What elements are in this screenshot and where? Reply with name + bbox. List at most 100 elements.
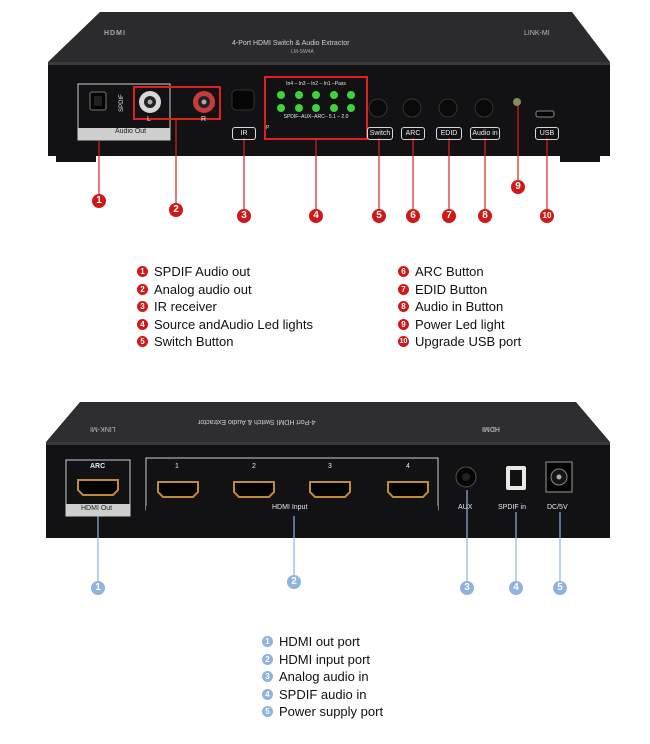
front-callout-9: 9 (511, 180, 525, 194)
back-product-title: 4-Port HDMI Switch & Audio Extractor (198, 418, 316, 425)
front-callout-5: 5 (372, 209, 386, 223)
right-channel-label: R (201, 116, 207, 123)
arc-button-label[interactable]: ARC (401, 127, 425, 140)
legend-text: Analog audio out (154, 281, 252, 297)
legend-number: 5 (262, 706, 273, 718)
front-product-title: 4-Port HDMI Switch & Audio Extractor (232, 40, 350, 47)
legend-text: Upgrade USB port (415, 334, 522, 349)
legend-text: Power supply port (279, 704, 384, 719)
hdmi-input-number-4: 4 (406, 463, 410, 470)
legend-text: Analog audio in (279, 669, 369, 684)
ir-label: IR (232, 127, 256, 140)
spdif-in-label: SPDIF in (498, 504, 527, 511)
led-20 (347, 104, 355, 112)
legend-number: 9 (398, 318, 409, 330)
hdmi-input-number-2: 2 (252, 463, 256, 470)
led-arc (312, 104, 320, 112)
back-brand-hdmi: HDMI (482, 425, 500, 432)
led-in1 (329, 91, 338, 99)
front-callout-2: 2 (169, 203, 183, 217)
legend-item: 3 IR receiver (137, 298, 313, 316)
legend-number: 1 (262, 636, 273, 648)
front-device-body (48, 12, 610, 210)
edid-button-label[interactable]: EDID (436, 127, 462, 140)
led-top-labels: In4 – In3 – In2 – In1 –Pass (286, 81, 346, 87)
front-callout-1: 1 (92, 194, 106, 208)
legend-number: 3 (137, 301, 148, 313)
legend-number: 2 (262, 653, 273, 665)
left-channel-label: L (147, 116, 151, 123)
back-callout-1: 1 (91, 581, 105, 595)
legend-item: 5 Power supply port (262, 703, 383, 721)
front-callout-7: 7 (442, 209, 456, 223)
legend-text: Source andAudio Led lights (154, 316, 314, 332)
hdmi-input-number-1: 1 (175, 463, 179, 470)
legend-number: 3 (262, 671, 273, 683)
led-in4 (277, 91, 285, 99)
legend-item: 2 Analog audio out (137, 281, 313, 299)
arc-port-label: ARC (90, 463, 106, 470)
legend-text: Switch Button (154, 334, 234, 349)
front-brand-linkmi: LINK-MI (524, 30, 550, 37)
led-row-bottom (268, 101, 364, 114)
legend-item: 8 Audio in Button (398, 298, 521, 316)
back-device-body (46, 402, 610, 582)
back-callout-5: 5 (553, 581, 567, 595)
legend-number: 8 (398, 301, 409, 313)
back-callout-4: 4 (509, 581, 523, 595)
usb-label: USB (535, 127, 559, 140)
legend-text: IR receiver (154, 299, 217, 314)
hdmi-input-number-3: 3 (328, 463, 332, 470)
dc-label: DC/5V (547, 504, 568, 511)
legend-item: 1 HDMI out port (262, 633, 383, 651)
legend-text: SPDIF Audio out (154, 264, 251, 279)
front-brand-hdmi: HDMI (104, 30, 126, 37)
spdif-label: SPDIF (118, 94, 125, 112)
legend-number: 10 (398, 336, 409, 348)
back-callout-2: 2 (287, 575, 301, 589)
legend-item: 2 HDMI input port (262, 651, 383, 669)
switch-button-label[interactable]: Switch (367, 127, 393, 140)
back-legend: 1 HDMI out port 2 HDMI input port 3 Analog … (262, 633, 383, 721)
audio-in-button-label[interactable]: Audio in (470, 127, 500, 140)
led-in2 (312, 91, 320, 99)
legend-text: SPDIF audio in (279, 686, 367, 702)
legend-text: Audio in Button (415, 299, 504, 314)
front-product-subtitle: LM-SW4A (291, 49, 314, 55)
legend-item: 10 Upgrade USB port (398, 333, 521, 351)
legend-text: HDMI input port (279, 651, 371, 667)
led-aux (294, 104, 303, 112)
front-callout-8: 8 (478, 209, 492, 223)
hdmi-input-label: HDMI Input (272, 504, 308, 511)
legend-number: 6 (398, 266, 409, 278)
legend-number: 2 (137, 283, 148, 295)
legend-text: Power Led light (415, 316, 505, 332)
hdmi-out-label: HDMI Out (81, 505, 113, 512)
led-bottom-labels: SPDIF–AUX–ARC– 5.1 – 2.0 (283, 114, 349, 120)
audio-out-label: Audio Out (115, 128, 147, 135)
legend-text: ARC Button (415, 264, 484, 279)
led-in3 (294, 91, 303, 99)
legend-number: 4 (262, 688, 273, 700)
legend-item: 3 Analog audio in (262, 668, 383, 686)
led-panel: In4 – In3 – In2 – In1 –Pass SPDIF–AUX–AR… (266, 81, 364, 131)
led-tiny-label: P (266, 125, 270, 131)
legend-item: 4 SPDIF audio in (262, 686, 383, 704)
front-callout-4: 4 (309, 209, 323, 223)
legend-item: 6 ARC Button (398, 263, 521, 281)
front-callout-10: 10 (540, 209, 554, 223)
led-spdif (277, 104, 285, 112)
aux-label: AUX (458, 504, 473, 511)
front-callout-6: 6 (406, 209, 420, 223)
legend-number: 7 (398, 283, 409, 295)
back-brand-linkmi: LINK-MI (90, 425, 116, 432)
front-callout-3: 3 (237, 209, 251, 223)
legend-text: HDMI out port (279, 634, 360, 649)
legend-item: 9 Power Led light (398, 316, 521, 334)
led-51 (329, 104, 338, 112)
